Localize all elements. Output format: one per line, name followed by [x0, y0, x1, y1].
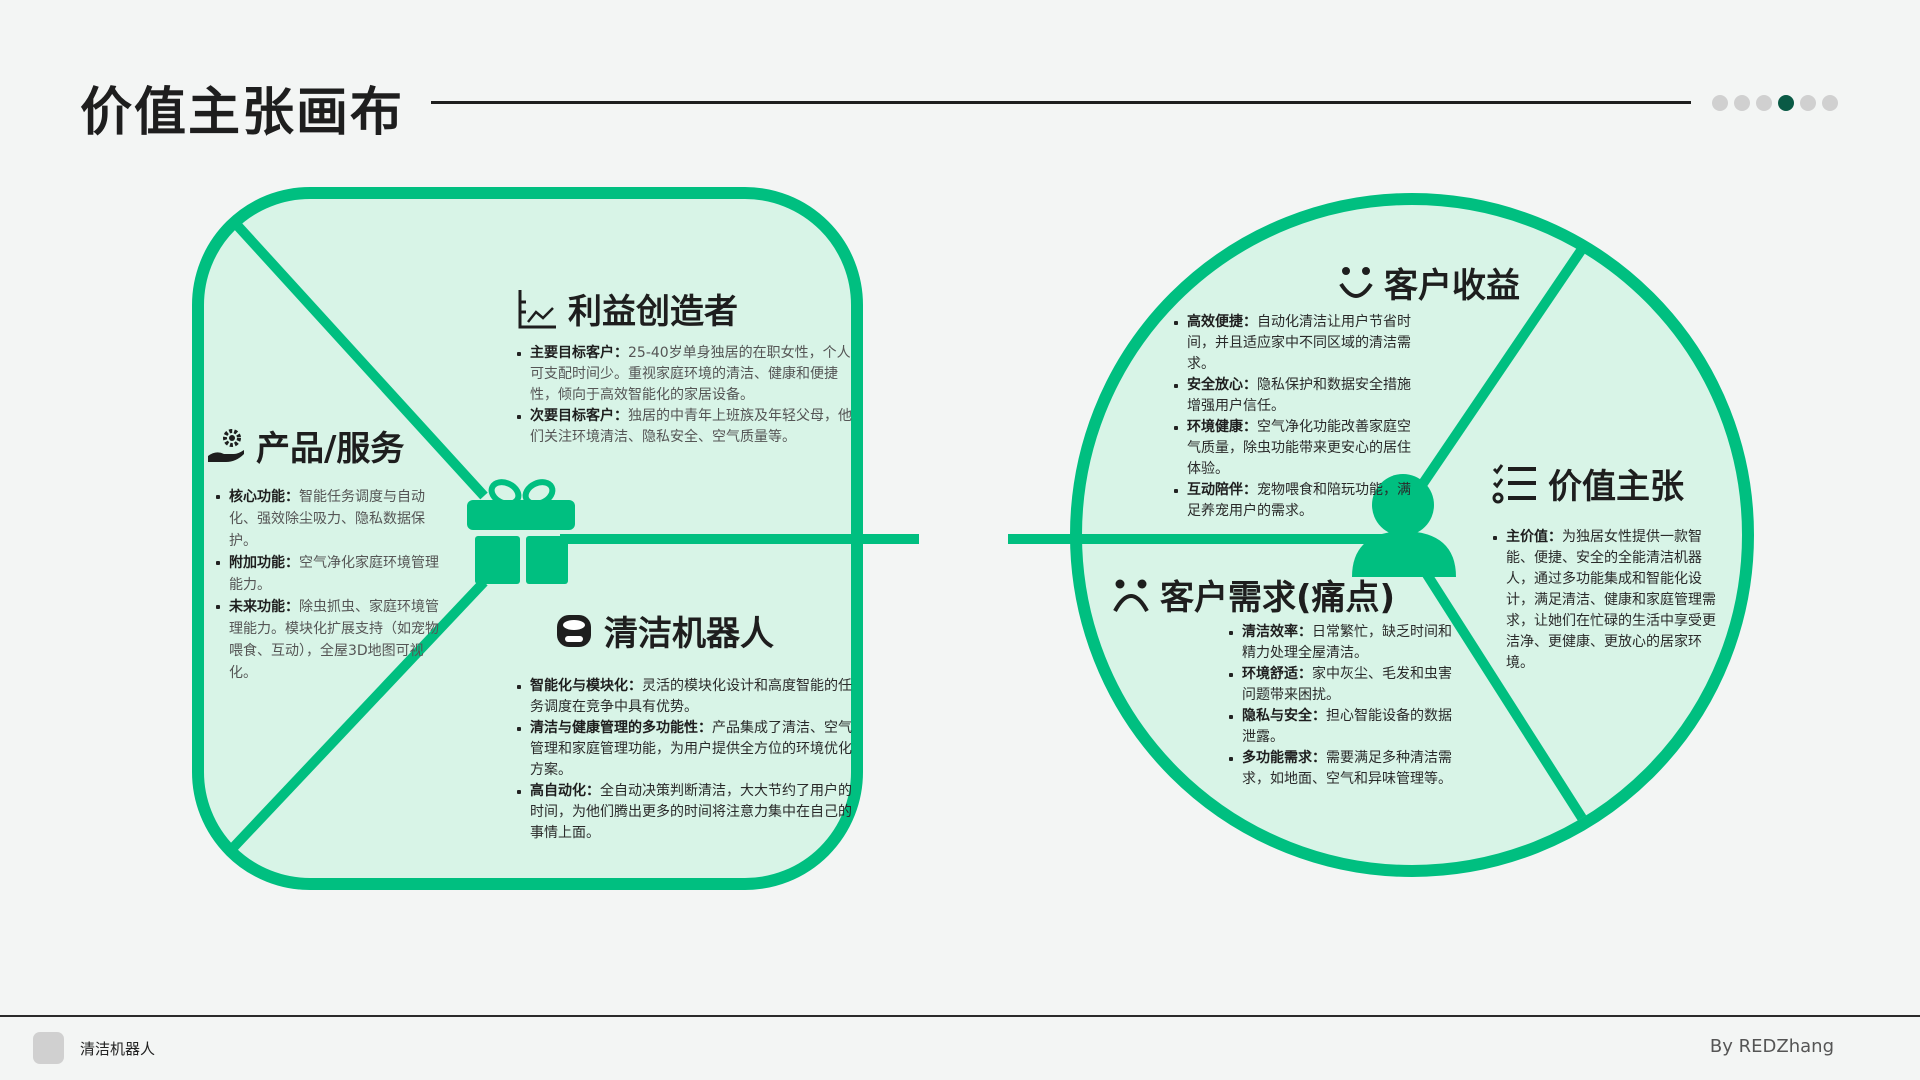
item-text: 日常繁忙，缺乏时间和精力处理全屋清洁。 [1242, 624, 1452, 661]
list-item: 附加功能：空气净化家庭环境管理能力。 [216, 552, 439, 596]
item-label: 互动陪伴： [1187, 482, 1257, 498]
item-label: 主要目标客户： [530, 345, 628, 361]
list-item: 清洁效率：日常繁忙，缺乏时间和精力处理全屋清洁。 [1229, 622, 1464, 664]
value-proposition-heading: 价值主张 [1492, 459, 1684, 508]
item-text: 独居的中青年上班族及年轻父母，他们关注环境清洁、隐私安全、空气质量等。 [530, 408, 852, 445]
item-text: 产品集成了清洁、空气管理和家庭管理功能，为用户提供全方位的环境优化方案。 [530, 720, 852, 778]
page-title: 价值主张画布 [80, 83, 405, 143]
list-item: 高自动化：全自动决策判断清洁，大大节约了用户的时间，为他们腾出更多的时间将注意力… [517, 781, 856, 844]
list-item: 多功能需求：需要满足多种清洁需求，如地面、空气和异味管理等。 [1229, 748, 1464, 790]
item-label: 附加功能： [229, 555, 299, 571]
list-item: 隐私与安全：担心智能设备的数据泄露。 [1229, 706, 1464, 748]
list-item: 主价值：为独居女性提供一款智能、便捷、安全的全能清洁机器人，通过多功能集成和智能… [1493, 527, 1728, 674]
item-label: 清洁与健康管理的多功能性： [530, 720, 712, 736]
item-text: 需要满足多种清洁需求，如地面、空气和异味管理等。 [1242, 750, 1452, 787]
gift-icon [467, 479, 575, 584]
item-label: 安全放心： [1187, 377, 1257, 393]
footer-divider [0, 1015, 1920, 1017]
footer-logo-placeholder [33, 1032, 64, 1064]
pagination-dot[interactable] [1778, 95, 1794, 111]
list-item: 未来功能：除虫抓虫、家庭环境管理能力。模块化扩展支持（如宠物喂食、互动），全屋3… [216, 596, 439, 684]
pains-heading: 客户需求(痛点) [1112, 570, 1395, 619]
item-label: 次要目标客户： [530, 408, 628, 424]
products-services-heading: 产品/服务 [206, 421, 404, 470]
product-title: 清洁机器人 [604, 614, 774, 654]
item-text: 宠物喂食和陪玩功能，满足养宠用户的需求。 [1187, 482, 1411, 519]
footer-project-name: 清洁机器人 [80, 1040, 156, 1058]
person-icon [1352, 474, 1456, 577]
products-services-list: 核心功能：智能任务调度与自动化、强效除尘吸力、隐私数据保护。附加功能：空气净化家… [211, 486, 439, 684]
item-label: 未来功能： [229, 599, 299, 615]
divider-line [1400, 246, 1587, 513]
item-text: 除虫抓虫、家庭环境管理能力。模块化扩展支持（如宠物喂食、互动），全屋3D地图可视… [229, 599, 439, 681]
smile-icon [1339, 266, 1373, 298]
item-label: 多功能需求： [1242, 750, 1326, 766]
item-text: 为独居女性提供一款智能、便捷、安全的全能清洁机器人，通过多功能集成和智能化设计，… [1506, 529, 1716, 671]
list-item: 主要目标客户：25-40岁单身独居的在职女性，个人可支配时间少。重视家庭环境的清… [517, 343, 856, 406]
item-text: 家中灰尘、毛发和虫害问题带来困扰。 [1242, 666, 1452, 703]
pagination-dot[interactable] [1712, 95, 1728, 111]
footer-author: By REDZhang [1709, 1036, 1834, 1057]
gains-title: 客户收益 [1384, 266, 1520, 306]
item-text: 自动化清洁让用户节省时间，并且适应家中不同区域的清洁需求。 [1187, 314, 1411, 372]
list-item: 安全放心：隐私保护和数据安全措施增强用户信任。 [1174, 375, 1411, 417]
item-text: 25-40岁单身独居的在职女性，个人可支配时间少。重视家庭环境的清洁、健康和便捷… [530, 345, 851, 403]
item-label: 清洁效率： [1242, 624, 1312, 640]
value-proposition-title: 价值主张 [1548, 467, 1684, 507]
divider-line [1400, 537, 1587, 821]
pagination-dot[interactable] [1800, 95, 1816, 111]
item-label: 环境舒适： [1242, 666, 1312, 682]
chart-line-icon [518, 289, 556, 328]
gain-creators-list: 主要目标客户：25-40岁单身独居的在职女性，个人可支配时间少。重视家庭环境的清… [512, 343, 856, 448]
title-divider [431, 101, 1691, 104]
robot-vacuum-icon [557, 614, 591, 647]
item-label: 智能化与模块化： [530, 678, 642, 694]
pagination-dot[interactable] [1822, 95, 1838, 111]
divider-line [226, 578, 488, 855]
list-item: 清洁与健康管理的多功能性：产品集成了清洁、空气管理和家庭管理功能，为用户提供全方… [517, 718, 856, 781]
item-text: 隐私保护和数据安全措施增强用户信任。 [1187, 377, 1411, 414]
gain-creators-title: 利益创造者 [568, 292, 738, 332]
gains-heading: 客户收益 [1338, 258, 1520, 307]
list-item: 核心功能：智能任务调度与自动化、强效除尘吸力、隐私数据保护。 [216, 486, 439, 552]
gains-list: 高效便捷：自动化清洁让用户节省时间，并且适应家中不同区域的清洁需求。安全放心：隐… [1169, 312, 1411, 522]
checklist-icon [1492, 463, 1536, 503]
item-label: 环境健康： [1187, 419, 1257, 435]
pains-list: 清洁效率：日常繁忙，缺乏时间和精力处理全屋清洁。环境舒适：家中灰尘、毛发和虫害问… [1224, 622, 1464, 790]
product-list: 智能化与模块化：灵活的模块化设计和高度智能的任务调度在竞争中具有优势。清洁与健康… [512, 676, 856, 844]
pagination-dots [1712, 95, 1838, 111]
pagination-dot[interactable] [1734, 95, 1750, 111]
products-services-title: 产品/服务 [256, 429, 405, 469]
item-label: 高自动化： [530, 783, 600, 799]
list-item: 环境健康：空气净化功能改善家庭空气质量，除虫功能带来更安心的居住体验。 [1174, 417, 1411, 480]
list-item: 互动陪伴：宠物喂食和陪玩功能，满足养宠用户的需求。 [1174, 480, 1411, 522]
item-label: 高效便捷： [1187, 314, 1257, 330]
item-text: 灵活的模块化设计和高度智能的任务调度在竞争中具有优势。 [530, 678, 852, 715]
item-text: 全自动决策判断清洁，大大节约了用户的时间，为他们腾出更多的时间将注意力集中在自己… [530, 783, 852, 841]
list-item: 智能化与模块化：灵活的模块化设计和高度智能的任务调度在竞争中具有优势。 [517, 676, 856, 718]
item-text: 空气净化家庭环境管理能力。 [229, 555, 439, 593]
gain-creators-heading: 利益创造者 [516, 284, 738, 333]
item-label: 主价值： [1506, 529, 1562, 545]
pains-title: 客户需求(痛点) [1160, 578, 1396, 618]
item-text: 空气净化功能改善家庭空气质量，除虫功能带来更安心的居住体验。 [1187, 419, 1411, 477]
item-text: 智能任务调度与自动化、强效除尘吸力、隐私数据保护。 [229, 489, 425, 549]
sad-face-icon [1113, 579, 1149, 612]
item-text: 担心智能设备的数据泄露。 [1242, 708, 1452, 745]
divider-line [232, 220, 488, 500]
item-label: 核心功能： [229, 489, 299, 505]
list-item: 次要目标客户：独居的中青年上班族及年轻父母，他们关注环境清洁、隐私安全、空气质量… [517, 406, 856, 448]
value-proposition-list: 主价值：为独居女性提供一款智能、便捷、安全的全能清洁机器人，通过多功能集成和智能… [1488, 527, 1728, 674]
hand-gear-icon [208, 428, 244, 462]
product-heading: 清洁机器人 [554, 606, 774, 655]
pagination-dot[interactable] [1756, 95, 1772, 111]
list-item: 高效便捷：自动化清洁让用户节省时间，并且适应家中不同区域的清洁需求。 [1174, 312, 1411, 375]
list-item: 环境舒适：家中灰尘、毛发和虫害问题带来困扰。 [1229, 664, 1464, 706]
item-label: 隐私与安全： [1242, 708, 1326, 724]
